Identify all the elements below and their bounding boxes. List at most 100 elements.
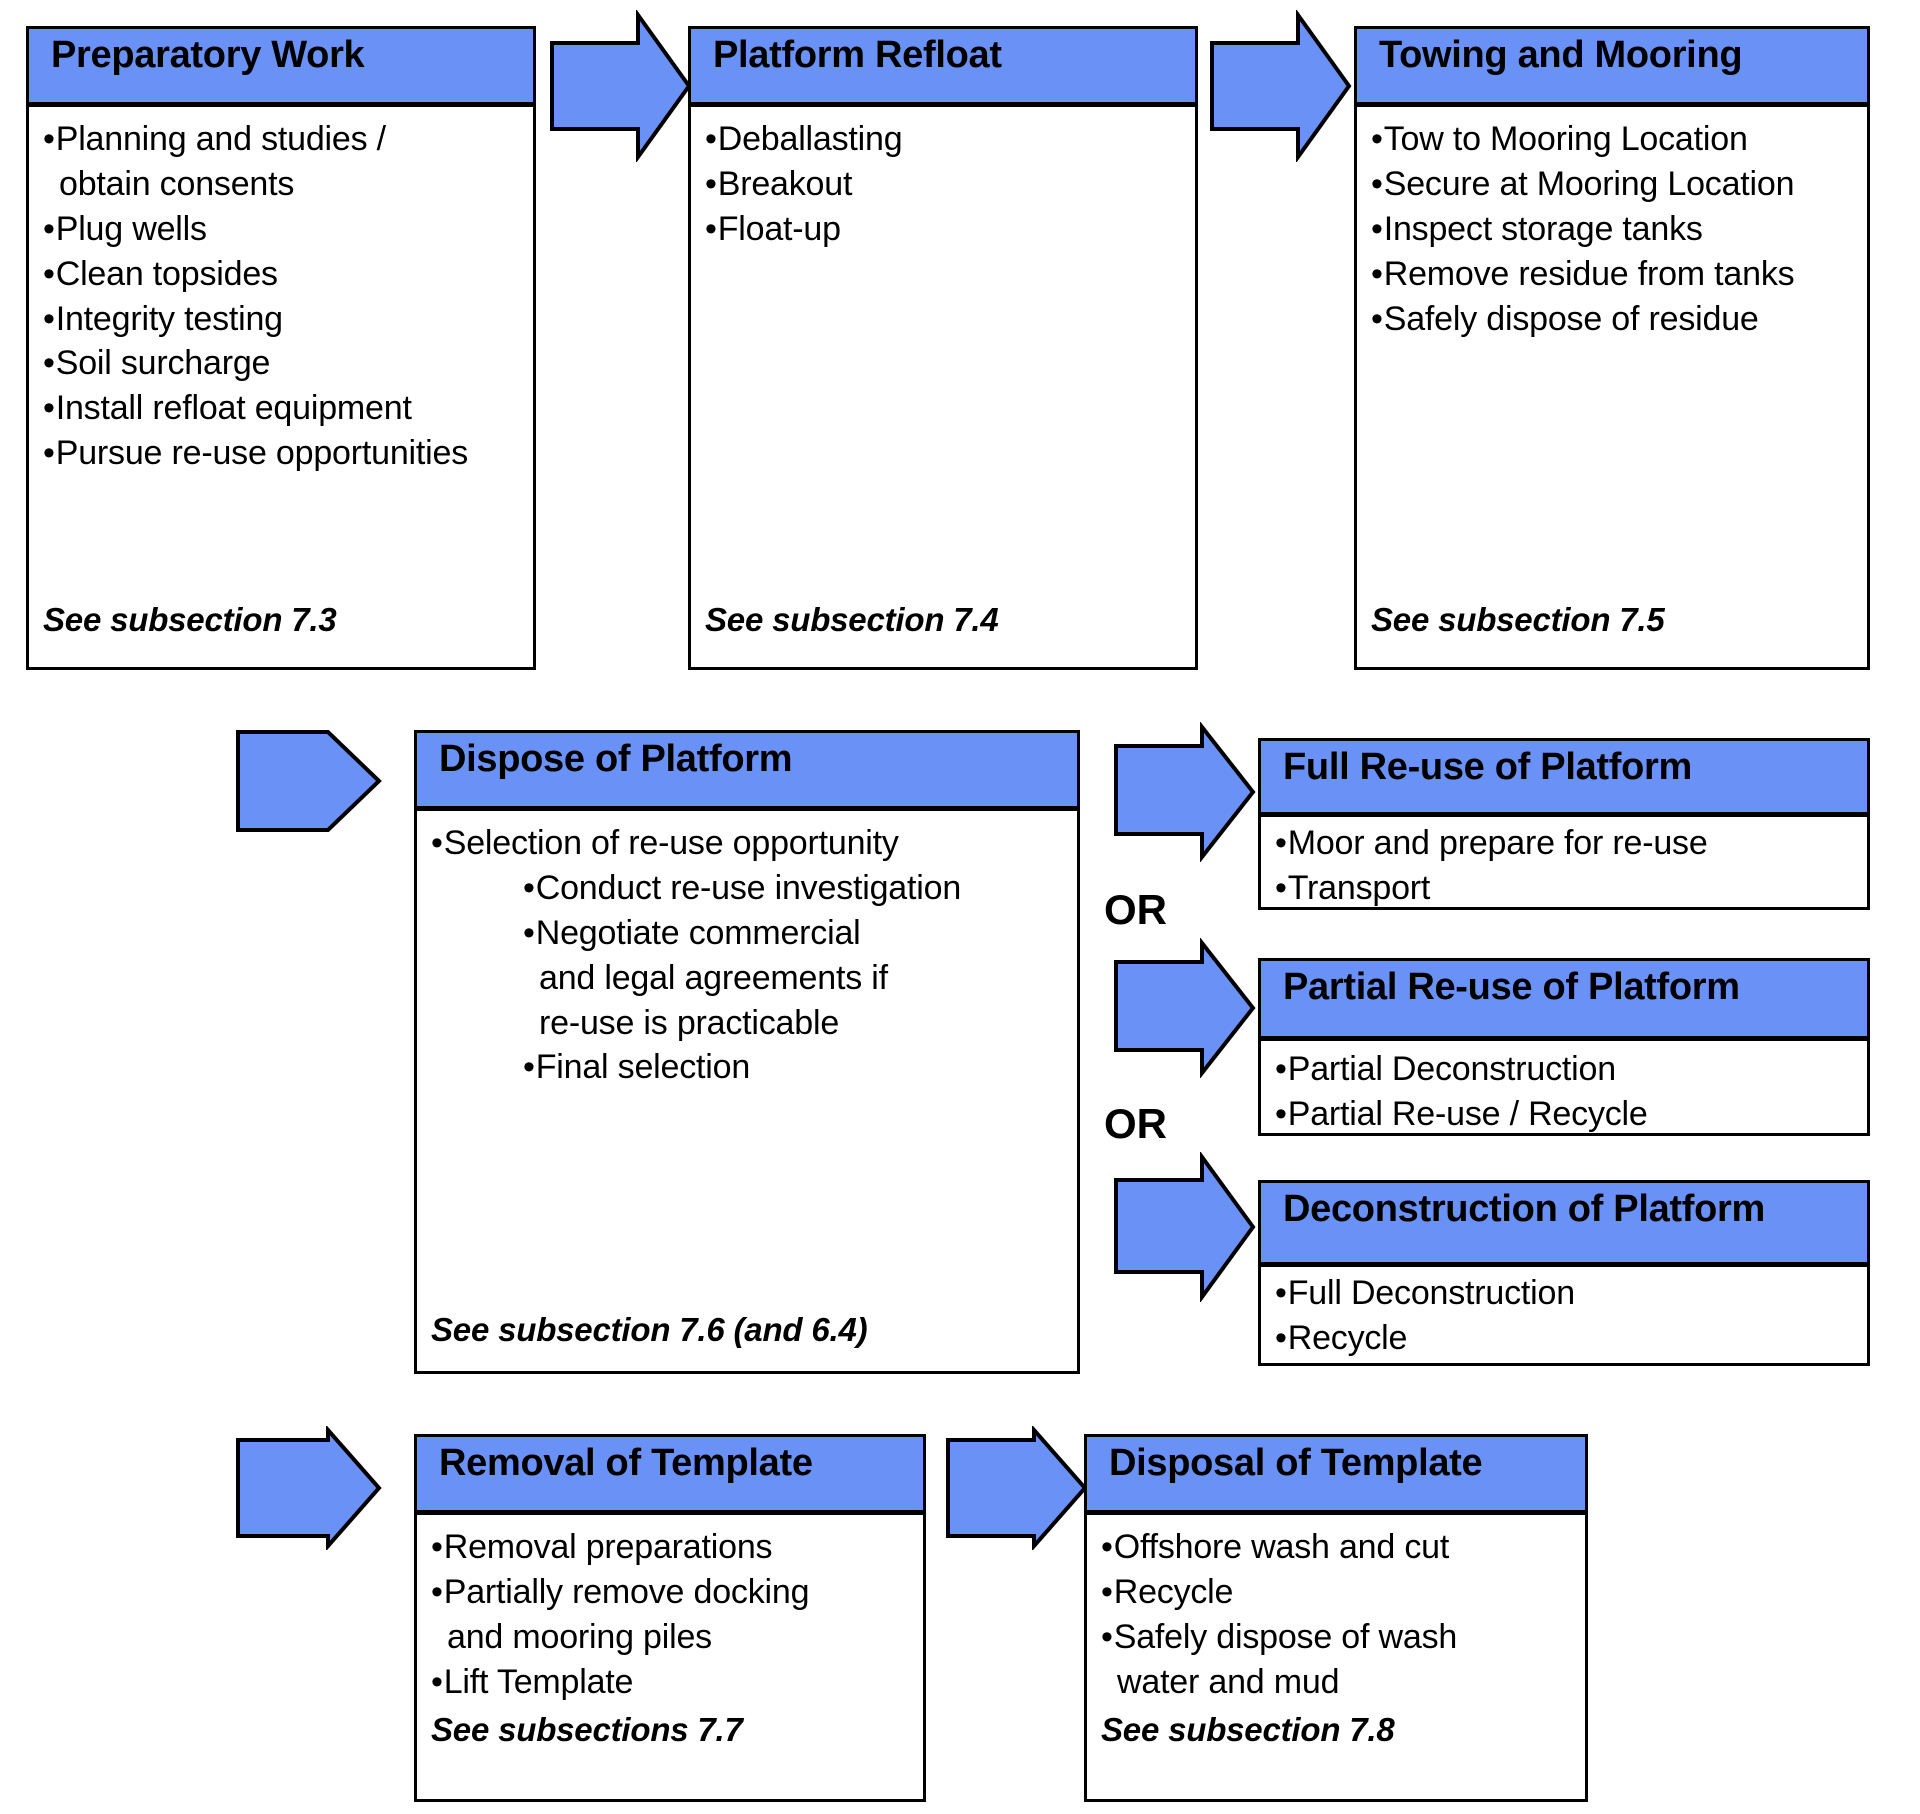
bullet-dot-icon: • xyxy=(431,824,443,862)
bullet-item: •Remove residue from tanks xyxy=(1357,252,1867,297)
box-body-dispose-of-platform: •Selection of re-use opportunity•Conduct… xyxy=(417,811,1077,1371)
bullet-dot-icon: • xyxy=(523,913,535,952)
bullet-text: Full Deconstruction xyxy=(1287,1274,1575,1312)
box-footer: See subsection 7.4 xyxy=(705,601,999,638)
bullet-dot-icon: • xyxy=(43,299,55,338)
bullet-item: •Recycle xyxy=(1261,1316,1867,1361)
bullet-dot-icon: • xyxy=(1101,1528,1113,1566)
bullet-text: and mooring piles xyxy=(447,1617,712,1656)
bullet-text: Deballasting xyxy=(717,120,903,158)
bullet-dot-icon: • xyxy=(1275,1274,1287,1312)
arrow-removal-to-disposal xyxy=(944,1426,1090,1550)
bullet-text: Partial Re-use / Recycle xyxy=(1287,1094,1648,1133)
arrow-refloat-to-towing xyxy=(1208,10,1354,162)
bullet-text: Breakout xyxy=(717,164,853,203)
bullet-list: •Moor and prepare for re-use•Transport xyxy=(1261,821,1867,911)
box-disposal-of-template[interactable]: Disposal of Template •Offshore wash and … xyxy=(1084,1434,1588,1802)
arrow-preparatory-to-refloat xyxy=(548,10,694,162)
box-title: Deconstruction of Platform xyxy=(1283,1188,1766,1230)
bullet-text: Transport xyxy=(1287,868,1431,907)
bullet-item: •Safely dispose of residue xyxy=(1357,297,1867,342)
bullet-text: Moor and prepare for re-use xyxy=(1287,824,1708,862)
bullet-list: •Full Deconstruction•Recycle xyxy=(1261,1271,1867,1361)
bullet-item: •Pursue re-use opportunities xyxy=(29,431,533,476)
bullet-dot-icon: • xyxy=(43,389,55,428)
bullet-dot-icon: • xyxy=(43,344,55,383)
bullet-item: •Secure at Mooring Location xyxy=(1357,162,1867,207)
box-title: Full Re-use of Platform xyxy=(1283,746,1693,788)
bullet-text: Final selection xyxy=(535,1048,751,1087)
or-label-1: OR xyxy=(1104,886,1167,933)
box-header-full-reuse: Full Re-use of Platform xyxy=(1261,741,1867,817)
bullet-dot-icon: • xyxy=(1101,1572,1113,1611)
bullet-dot-icon: • xyxy=(1275,868,1287,907)
bullet-text: and legal agreements if xyxy=(539,958,888,997)
box-partial-reuse-of-platform[interactable]: Partial Re-use of Platform •Partial Deco… xyxy=(1258,958,1870,1136)
box-header-platform-refloat: Platform Refloat xyxy=(691,29,1195,107)
bullet-text: Safely dispose of wash xyxy=(1113,1617,1458,1656)
bullet-text: Offshore wash and cut xyxy=(1113,1528,1450,1566)
bullet-item: •Partial Re-use / Recycle xyxy=(1261,1092,1867,1137)
box-dispose-of-platform[interactable]: Dispose of Platform •Selection of re-use… xyxy=(414,730,1080,1374)
bullet-dot-icon: • xyxy=(705,120,717,158)
bullet-dot-icon: • xyxy=(1371,164,1383,203)
bullet-list: •Offshore wash and cut•Recycle •Safely di… xyxy=(1087,1525,1585,1705)
box-title: Towing and Mooring xyxy=(1379,34,1743,76)
box-footer: See subsection 7.6 (and 6.4) xyxy=(431,1311,868,1348)
box-full-reuse-of-platform[interactable]: Full Re-use of Platform •Moor and prepar… xyxy=(1258,738,1870,910)
bullet-list: •Deballasting•Breakout•Float-up xyxy=(691,117,1195,252)
box-body-removal-of-template: •Removal preparations•Partially remove d… xyxy=(417,1515,923,1799)
box-body-towing-and-mooring: •Tow to Mooring Location•Secure at Moori… xyxy=(1357,107,1867,667)
box-removal-of-template[interactable]: Removal of Template •Removal preparation… xyxy=(414,1434,926,1802)
bullet-list: •Selection of re-use opportunity•Conduct… xyxy=(417,821,1077,1090)
bullet-text: Remove residue from tanks xyxy=(1383,254,1795,293)
bullet-text: Conduct re-use investigation xyxy=(535,868,962,907)
bullet-text: Float-up xyxy=(717,209,841,248)
bullet-item: •Integrity testing xyxy=(29,297,533,342)
box-body-preparatory-work: •Planning and studies /obtain consents•P… xyxy=(29,107,533,667)
arrow-to-dispose-of-platform xyxy=(234,726,384,836)
bullet-item: •Breakout xyxy=(691,162,1195,207)
bullet-item: •Full Deconstruction xyxy=(1261,1271,1867,1316)
bullet-list: •Planning and studies /obtain consents•P… xyxy=(29,117,533,476)
bullet-text: Planning and studies / xyxy=(55,120,386,158)
bullet-dot-icon: • xyxy=(43,434,55,473)
box-body-platform-refloat: •Deballasting•Breakout•Float-up See subs… xyxy=(691,107,1195,667)
bullet-dot-icon: • xyxy=(705,164,717,203)
arrow-to-removal-of-template xyxy=(234,1426,384,1550)
bullet-item: •Moor and prepare for re-use xyxy=(1261,821,1867,866)
bullet-dot-icon: • xyxy=(1371,120,1383,158)
bullet-list: •Tow to Mooring Location•Secure at Moori… xyxy=(1357,117,1867,341)
bullet-item: •Float-up xyxy=(691,207,1195,252)
bullet-text: Pursue re-use opportunities xyxy=(55,434,468,473)
box-title: Preparatory Work xyxy=(51,34,365,76)
bullet-text: Recycle xyxy=(1287,1318,1408,1357)
bullet-dot-icon: • xyxy=(1275,1050,1287,1088)
bullet-item: •Selection of re-use opportunity xyxy=(417,821,1077,866)
bullet-item: •Negotiate commercial xyxy=(417,911,1077,956)
bullet-item: •Conduct re-use investigation xyxy=(417,866,1077,911)
bullet-item: •Final selection xyxy=(417,1045,1077,1090)
box-towing-and-mooring[interactable]: Towing and Mooring •Tow to Mooring Locat… xyxy=(1354,26,1870,670)
bullet-item: •Safely dispose of wash xyxy=(1087,1615,1585,1660)
bullet-dot-icon: • xyxy=(523,1048,535,1087)
box-footer: See subsection 7.3 xyxy=(43,601,337,638)
bullet-text: Lift Template xyxy=(443,1662,634,1701)
box-header-disposal-of-template: Disposal of Template xyxy=(1087,1437,1585,1515)
bullet-text: water and mud xyxy=(1117,1662,1340,1701)
bullet-dot-icon: • xyxy=(431,1528,443,1566)
bullet-item: •Install refloat equipment xyxy=(29,386,533,431)
bullet-text: Recycle xyxy=(1113,1572,1234,1611)
box-body-partial-reuse: •Partial Deconstruction•Partial Re-use /… xyxy=(1261,1041,1867,1137)
arrow-to-deconstruction xyxy=(1112,1152,1258,1302)
box-header-deconstruction: Deconstruction of Platform xyxy=(1261,1183,1867,1267)
box-title: Disposal of Template xyxy=(1109,1442,1483,1484)
box-body-deconstruction: •Full Deconstruction•Recycle xyxy=(1261,1267,1867,1363)
bullet-item: •Tow to Mooring Location xyxy=(1357,117,1867,162)
box-platform-refloat[interactable]: Platform Refloat •Deballasting•Breakout•… xyxy=(688,26,1198,670)
bullet-text: re-use is practicable xyxy=(539,1003,840,1042)
bullet-item: •Clean topsides xyxy=(29,252,533,297)
box-preparatory-work[interactable]: Preparatory Work • Planning and studies /… xyxy=(26,26,536,670)
box-deconstruction-of-platform[interactable]: Deconstruction of Platform •Full Deconst… xyxy=(1258,1180,1870,1366)
